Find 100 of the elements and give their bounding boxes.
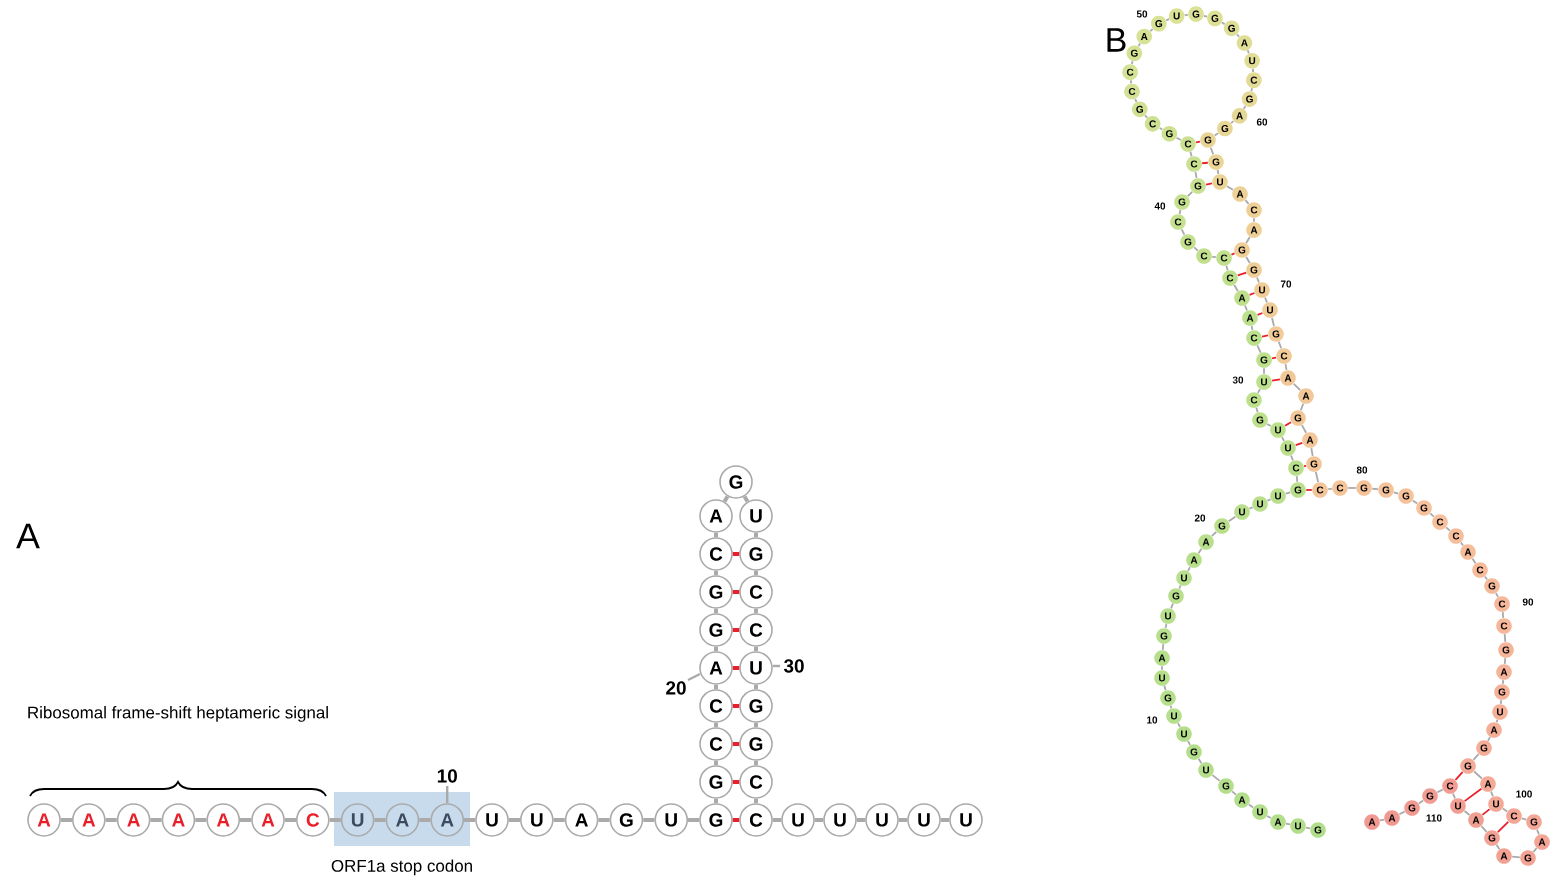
backbone-line [1244, 199, 1250, 205]
backbone-line [1187, 740, 1191, 746]
backbone-line [1480, 825, 1488, 833]
base-pair-mark [1463, 787, 1483, 803]
base-pair-mark [732, 742, 740, 746]
backbone-line [1417, 799, 1425, 805]
backbone-line [284, 818, 296, 822]
backbone-line [1411, 499, 1419, 505]
backbone-line [814, 818, 824, 822]
backbone-line [1285, 822, 1291, 826]
backbone-line [1178, 209, 1182, 215]
base-pair-mark [1305, 489, 1313, 491]
backbone-line [1266, 423, 1272, 427]
base-pair-mark [1294, 441, 1304, 447]
backbone-line [1266, 815, 1272, 819]
backbone-line [1165, 18, 1170, 22]
backbone-line [1250, 87, 1253, 92]
backbone-line [1264, 296, 1268, 304]
backbone-line [1503, 657, 1507, 665]
backbone-line [1452, 792, 1456, 800]
backbone-line [714, 684, 718, 690]
backbone-line [1163, 684, 1167, 692]
backbone-line [1292, 382, 1302, 392]
backbone-line [1290, 454, 1294, 462]
backbone-line [1501, 611, 1505, 619]
backbone-line [754, 608, 758, 614]
backbone-line [754, 532, 758, 538]
position-number: 20 [666, 672, 701, 695]
base-pair-mark [1248, 292, 1256, 296]
backbone-line [856, 818, 866, 822]
backbone-line [1257, 388, 1261, 394]
backbone-line [1314, 471, 1320, 483]
backbone-line [1245, 236, 1251, 244]
backbone-line [1520, 817, 1528, 821]
backbone-line [1271, 317, 1275, 327]
backbone-line [1211, 774, 1221, 782]
backbone-line [508, 818, 520, 822]
backbone-line [1266, 498, 1272, 502]
backbone-line [1227, 515, 1237, 523]
backbone-line [464, 818, 476, 822]
base-pair-mark [732, 818, 740, 822]
backbone-line [754, 760, 758, 766]
backbone-line [1436, 788, 1444, 794]
backbone-line [1495, 592, 1499, 598]
backbone-line [1281, 436, 1285, 442]
backbone-line [742, 495, 750, 503]
backbone-line [1211, 255, 1217, 259]
base-pair-mark [1454, 771, 1464, 781]
backbone-line [1255, 406, 1259, 414]
backbone-line [1175, 136, 1182, 141]
backbone-line [1161, 643, 1165, 651]
backbone-line [754, 646, 758, 652]
base-pair-mark [1195, 140, 1201, 144]
base-pair-mark [1201, 161, 1209, 165]
base-pair-mark [732, 780, 740, 784]
backbone-line [1149, 28, 1154, 32]
backbone-line [1256, 344, 1262, 354]
backbone-line [1197, 547, 1203, 555]
backbone-line [1251, 68, 1254, 73]
backbone-line [1244, 304, 1248, 312]
backbone-line [1347, 487, 1357, 489]
backbone-line [1495, 843, 1501, 851]
backbone-line [1471, 557, 1477, 565]
backbone-line [1263, 367, 1265, 375]
backbone-line [1299, 402, 1305, 412]
backbone-line [598, 818, 610, 822]
base-pair-mark [1271, 356, 1277, 360]
backbone-line [1277, 340, 1283, 350]
base-pair-mark [732, 552, 740, 556]
panel-letter: A [16, 523, 40, 549]
backbone-line [1169, 704, 1173, 710]
backbone-line [1499, 699, 1503, 705]
backbone-line [1231, 790, 1237, 796]
backbone-line [714, 570, 718, 576]
backbone-line [1209, 146, 1215, 156]
backbone-line [714, 798, 718, 804]
base-pair-mark [732, 628, 740, 632]
base-pair-mark [732, 704, 740, 708]
backbone-line [1130, 79, 1133, 85]
backbone-line [1233, 284, 1239, 292]
backbone-line [1178, 584, 1182, 590]
backbone-line [714, 760, 718, 766]
backbone-line [1246, 49, 1250, 55]
backbone-line [1242, 105, 1247, 110]
backbone-line [1371, 487, 1379, 491]
backbone-line [714, 608, 718, 614]
backbone-line [1301, 424, 1307, 434]
backbone-line [714, 722, 718, 728]
base-pair-mark [1261, 334, 1269, 338]
backbone-line [1460, 541, 1464, 547]
backbone-line [1213, 132, 1220, 137]
backbone-line [1131, 60, 1134, 66]
backbone-line [1250, 325, 1254, 331]
backbone-line [898, 818, 908, 822]
base-pair-mark [1230, 252, 1236, 256]
backbone-line [1164, 623, 1168, 629]
backbone-line [1189, 150, 1193, 158]
backbone-line [1463, 810, 1471, 816]
backbone-line [1398, 810, 1406, 816]
backbone-line [1256, 276, 1260, 284]
